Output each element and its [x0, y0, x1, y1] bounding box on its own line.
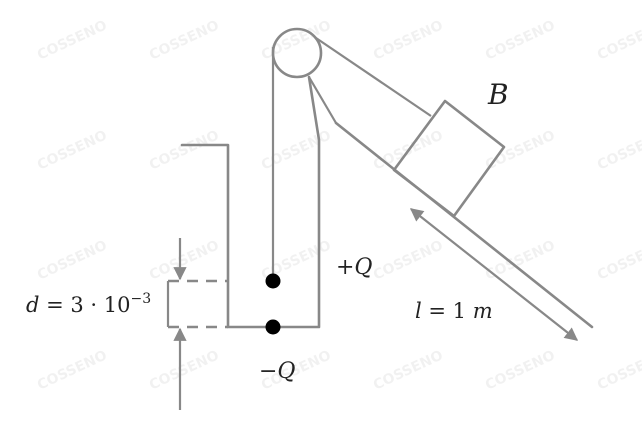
- upper-charge-dot: [265, 273, 281, 289]
- watermark-text: COSSENO: [35, 237, 110, 283]
- watermark-text: COSSENO: [35, 127, 110, 173]
- pulley: [271, 27, 323, 79]
- watermark-text: COSSENO: [259, 17, 334, 63]
- watermark-text: COSSENO: [483, 17, 558, 63]
- watermark-text: COSSENO: [371, 347, 446, 393]
- watermark-layer: COSSENO COSSENO COSSENO COSSENO COSSENO COSSE…: [35, 17, 642, 393]
- incline-surface: [334, 121, 594, 329]
- watermark-text: COSSENO: [595, 17, 642, 63]
- watermark-text: COSSENO: [371, 237, 446, 283]
- watermark-text: COSSENO: [483, 347, 558, 393]
- watermark-text: COSSENO: [595, 127, 642, 173]
- watermark-text: COSSENO: [35, 17, 110, 63]
- strut-line: [308, 76, 337, 124]
- watermark-text: COSSENO: [147, 127, 222, 173]
- left-plate-frame: [180, 75, 321, 329]
- rope-to-block: [315, 37, 432, 117]
- watermark-text: COSSENO: [483, 127, 558, 173]
- watermark-text: COSSENO: [483, 237, 558, 283]
- gap-d-label: d = 3 · 10−3: [26, 291, 151, 317]
- block-b: [392, 99, 506, 218]
- block-b-label: B: [487, 78, 509, 111]
- watermark-text: COSSENO: [147, 237, 222, 283]
- length-arrow: [409, 208, 579, 341]
- lower-charge-dot: [265, 319, 281, 335]
- watermark-text: COSSENO: [371, 17, 446, 63]
- watermark-text: COSSENO: [595, 237, 642, 283]
- watermark-text: COSSENO: [259, 127, 334, 173]
- watermark-text: COSSENO: [147, 17, 222, 63]
- length-l-label: l = 1 m: [415, 299, 493, 323]
- watermark-text: COSSENO: [147, 347, 222, 393]
- plus-charge-label: +Q: [336, 255, 372, 280]
- watermark-text: COSSENO: [35, 347, 110, 393]
- minus-charge-label: −Q: [259, 359, 295, 384]
- watermark-text: COSSENO: [595, 347, 642, 393]
